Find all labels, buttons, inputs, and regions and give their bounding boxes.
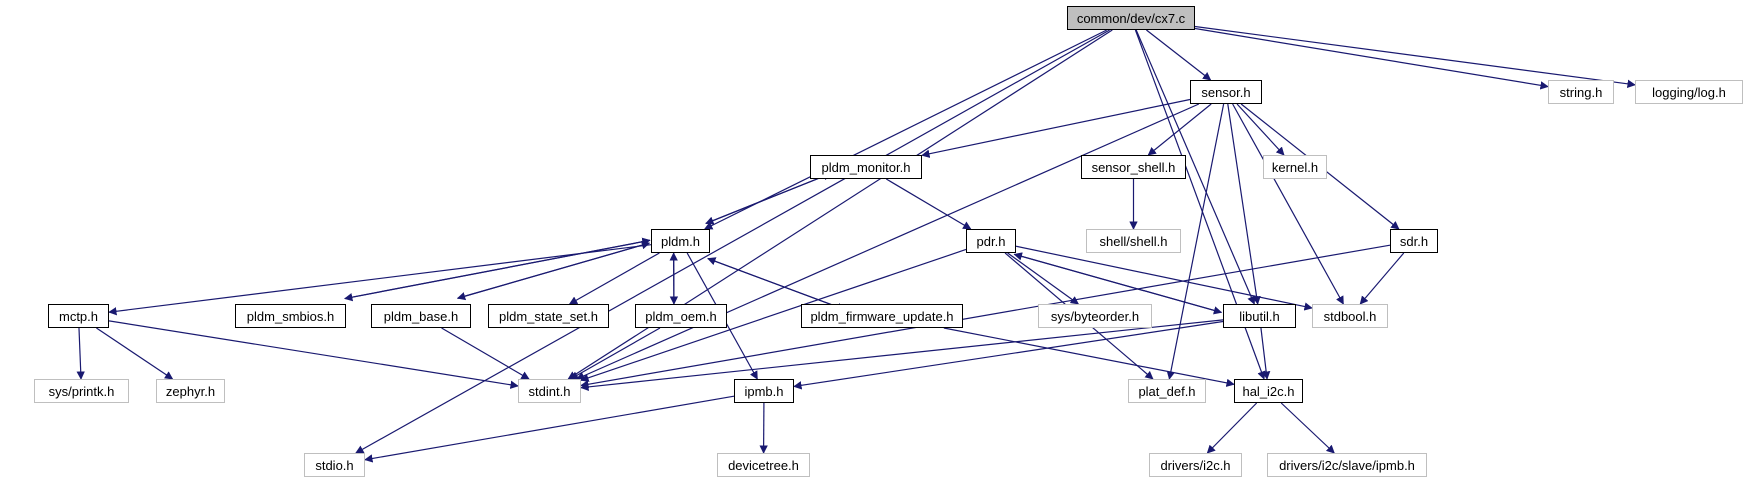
edge-pldm-to-pldm_monitor — [705, 172, 832, 224]
node-drivers-i2c-slave-ipmb-h[interactable]: drivers/i2c/slave/ipmb.h — [1267, 453, 1427, 477]
edge-pldm_monitor-to-pdr — [885, 178, 972, 230]
edge-pldm_base-to-pldm — [457, 241, 651, 299]
node-sensor-shell-h[interactable]: sensor_shell.h — [1081, 155, 1186, 179]
node-pldm-state-set-h[interactable]: pldm_state_set.h — [488, 304, 609, 328]
node-ipmb-h[interactable]: ipmb.h — [734, 379, 794, 403]
edge-sdr-to-stdint — [580, 244, 1391, 389]
node-drivers-i2c-h[interactable]: drivers/i2c.h — [1149, 453, 1242, 477]
edge-cx7-to-hal_i2c — [1134, 29, 1266, 380]
node-sensor-h[interactable]: sensor.h — [1190, 80, 1262, 104]
edge-pldm-to-mctp — [108, 244, 652, 316]
edge-sdr-to-stdbool — [1359, 252, 1405, 305]
edge-sensor-to-kernel — [1236, 103, 1285, 156]
edge-libutil-to-stdint — [580, 319, 1224, 392]
node-pldm-oem-h[interactable]: pldm_oem.h — [635, 304, 727, 328]
edge-sensor-to-sensor_shell — [1147, 103, 1212, 156]
node-pldm-firmware-update-h[interactable]: pldm_firmware_update.h — [801, 304, 963, 328]
edge-hal_i2c-to-drivers_i2c — [1206, 402, 1258, 454]
node-kernel-h[interactable]: kernel.h — [1263, 155, 1327, 179]
edge-cx7-to-stdio — [355, 29, 1110, 454]
node-devicetree-h[interactable]: devicetree.h — [717, 453, 810, 477]
edge-pldm_smbios-to-pldm — [344, 237, 651, 300]
edge-cx7-to-string — [1194, 27, 1549, 90]
edge-mctp-to-zephyr — [96, 327, 174, 380]
node-string-h[interactable]: string.h — [1548, 80, 1614, 104]
node-pldm-base-h[interactable]: pldm_base.h — [371, 304, 471, 328]
edge-sensor-to-plat_def — [1166, 103, 1225, 380]
edge-pdr-to-stdbool — [1015, 245, 1313, 311]
edge-cx7-to-log — [1194, 25, 1636, 89]
edge-hal_i2c-to-drivers_ipmb — [1280, 402, 1335, 454]
node-pldm-smbios-h[interactable]: pldm_smbios.h — [235, 304, 346, 328]
node-pdr-h[interactable]: pdr.h — [966, 229, 1016, 253]
node-logging-log-h[interactable]: logging/log.h — [1635, 80, 1743, 104]
node-shell-shell-h[interactable]: shell/shell.h — [1086, 229, 1181, 253]
edge-ipmb-to-stdio — [364, 395, 735, 463]
edge-pldm-to-pldm_state_set — [568, 252, 660, 305]
node-pldm-h[interactable]: pldm.h — [651, 229, 710, 253]
edge-pldm_fw-to-hal_i2c — [943, 327, 1235, 387]
node-zephyr-h[interactable]: zephyr.h — [156, 379, 225, 403]
node-sys-printk-h[interactable]: sys/printk.h — [34, 379, 129, 403]
node-pldm-monitor-h[interactable]: pldm_monitor.h — [810, 155, 922, 179]
node-stdint-h[interactable]: stdint.h — [518, 379, 581, 403]
edge-pldm_base-to-stdint — [441, 327, 530, 380]
edge-libutil-to-hal_i2c — [1260, 327, 1271, 380]
edge-sensor-to-pldm_monitor — [921, 98, 1191, 158]
node-plat-def-h[interactable]: plat_def.h — [1128, 379, 1206, 403]
node-hal-i2c-h[interactable]: hal_i2c.h — [1234, 379, 1303, 403]
edge-pldm_oem-to-stdint — [569, 327, 661, 380]
edge-libutil-to-pdr — [1013, 252, 1222, 314]
edge-pdr-to-byteorder — [1007, 252, 1080, 305]
edge-sensor-to-stdint — [575, 103, 1200, 380]
edge-pldm_fw-to-pldm — [707, 257, 845, 311]
edge-libutil-to-ipmb — [793, 320, 1224, 390]
node-stdio-h[interactable]: stdio.h — [304, 453, 365, 477]
edge-pdr-to-stdint — [580, 248, 967, 382]
edge-sensor-to-libutil — [1227, 103, 1261, 305]
edge-mctp-to-printk — [76, 327, 85, 380]
node-cx7-c: common/dev/cx7.c — [1067, 6, 1195, 30]
edge-mctp-to-stdint — [108, 320, 519, 389]
node-stdbool-h[interactable]: stdbool.h — [1312, 304, 1388, 328]
node-sdr-h[interactable]: sdr.h — [1390, 229, 1438, 253]
edge-sensor-to-stdbool — [1232, 103, 1344, 305]
edge-cx7-to-stdint — [567, 29, 1113, 380]
node-libutil-h[interactable]: libutil.h — [1223, 304, 1296, 328]
node-sys-byteorder-h[interactable]: sys/byteorder.h — [1038, 304, 1152, 328]
edge-cx7-to-sensor — [1146, 29, 1212, 81]
edge-cx7-to-libutil — [1135, 29, 1256, 305]
node-mctp-h[interactable]: mctp.h — [48, 304, 109, 328]
